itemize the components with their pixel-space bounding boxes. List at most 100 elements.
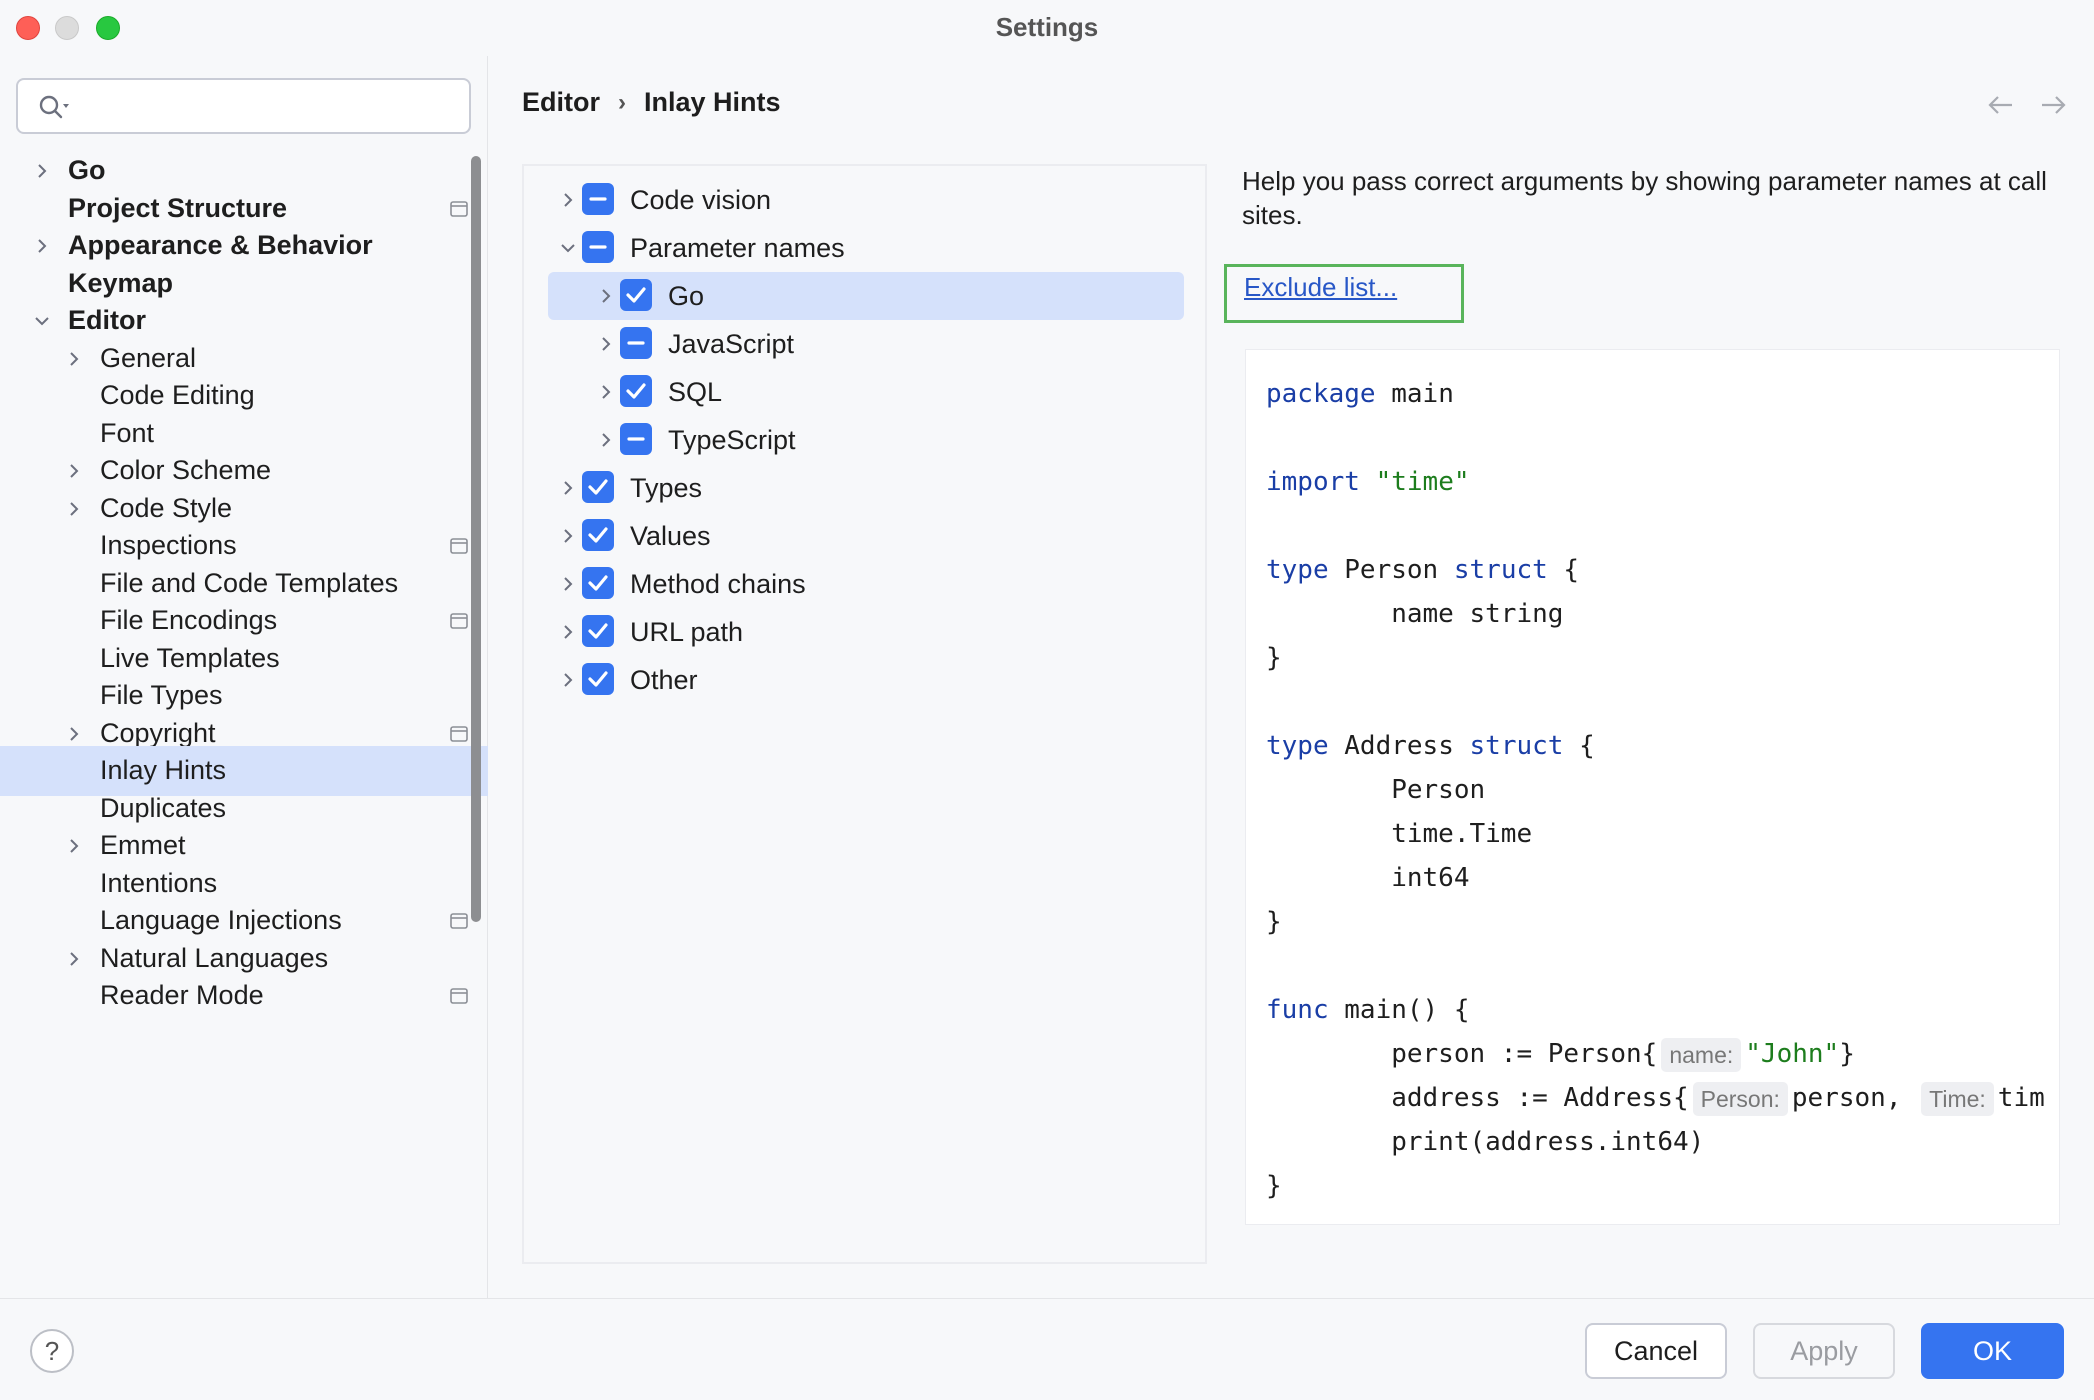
sidebar-item[interactable]: File and Code Templates (0, 559, 488, 609)
chevron-right-icon[interactable] (556, 572, 580, 596)
sidebar-item-label: File Types (100, 680, 223, 710)
chevron-right-icon[interactable] (62, 497, 86, 521)
checkbox-partial[interactable] (620, 423, 652, 455)
chevron-right-icon[interactable] (30, 159, 54, 183)
sidebar-item[interactable]: Inspections (0, 521, 488, 571)
code-line: name string (1266, 599, 1564, 629)
chevron-right-icon[interactable] (556, 668, 580, 692)
sidebar-item[interactable]: File Types (0, 671, 488, 721)
checkbox-partial[interactable] (582, 183, 614, 215)
hint-option[interactable]: Other (548, 656, 1184, 704)
cancel-button[interactable]: Cancel (1585, 1323, 1727, 1379)
sidebar-item[interactable]: Duplicates (0, 784, 488, 834)
checkbox-checked[interactable] (582, 663, 614, 695)
sidebar-item-label: General (100, 342, 197, 373)
hint-option-label: Other (630, 665, 698, 695)
sidebar-item[interactable]: Intentions (0, 859, 488, 909)
chevron-right-icon[interactable] (556, 188, 580, 212)
sidebar-item-label: Emmet (100, 830, 186, 860)
chevron-right-icon[interactable] (62, 347, 86, 371)
chevron-right-icon[interactable] (556, 620, 580, 644)
exclude-list-link[interactable]: Exclude list... (1244, 272, 1398, 302)
checkbox-partial[interactable] (620, 327, 652, 359)
chevron-right-icon[interactable] (594, 428, 618, 452)
back-arrow-icon[interactable] (1986, 92, 2016, 118)
chevron-right-icon[interactable] (62, 947, 86, 971)
checkbox-checked[interactable] (620, 279, 652, 311)
hint-option-label: TypeScript (668, 425, 796, 455)
sidebar-item[interactable]: Natural Languages (0, 934, 488, 984)
checkbox-partial[interactable] (582, 231, 614, 263)
sidebar-item[interactable]: Code Style (0, 484, 488, 534)
sidebar-item[interactable]: Font (0, 409, 488, 459)
chevron-right-icon[interactable] (62, 834, 86, 858)
hint-option[interactable]: Code vision (548, 176, 1184, 224)
chevron-right-icon[interactable] (556, 524, 580, 548)
sidebar-item-label: Color Scheme (100, 455, 272, 485)
hint-option[interactable]: TypeScript (548, 416, 1184, 464)
sidebar-item[interactable]: Keymap (0, 259, 488, 309)
minimize-window-button[interactable] (55, 16, 79, 40)
apply-button[interactable]: Apply (1753, 1323, 1895, 1379)
sidebar-item[interactable]: Editor (0, 296, 488, 346)
sidebar-item[interactable]: Project Structure (0, 184, 488, 234)
sidebar-item-label: Keymap (68, 267, 174, 298)
code-line: person := Person{name:"John"} (1266, 1034, 1855, 1074)
hint-option[interactable]: Parameter names (548, 224, 1184, 272)
sidebar-item[interactable]: File Encodings (0, 596, 488, 646)
chevron-right-icon[interactable] (594, 380, 618, 404)
sidebar-item[interactable]: General (0, 334, 488, 384)
checkbox-checked[interactable] (582, 519, 614, 551)
chevron-down-icon[interactable] (30, 309, 54, 333)
forward-arrow-icon[interactable] (2038, 92, 2068, 118)
code-line: int64 (1266, 863, 1470, 893)
chevron-down-icon[interactable] (556, 236, 580, 260)
hint-option[interactable]: JavaScript (548, 320, 1184, 368)
exclude-list-highlight (1224, 264, 1464, 323)
sidebar-scrollbar[interactable] (471, 156, 481, 922)
chevron-right-icon[interactable] (62, 722, 86, 746)
hint-option[interactable]: Method chains (548, 560, 1184, 608)
sidebar-item[interactable]: Reader Mode (0, 971, 488, 1021)
checkbox-checked[interactable] (582, 615, 614, 647)
sidebar-item-label: Go (68, 155, 106, 185)
sidebar-item[interactable]: Color Scheme (0, 446, 488, 496)
checkbox-checked[interactable] (620, 375, 652, 407)
sidebar-item-label: File Encodings (100, 605, 278, 635)
hint-option-label: Parameter names (630, 233, 845, 263)
sidebar-item[interactable]: Live Templates (0, 634, 488, 684)
sidebar-item[interactable]: Copyright (0, 709, 488, 759)
sidebar-item-label: Natural Languages (100, 942, 329, 973)
sidebar-item[interactable]: Inlay Hints (0, 746, 488, 796)
hint-option[interactable]: Values (548, 512, 1184, 560)
chevron-right-icon[interactable] (62, 459, 86, 483)
breadcrumb-editor[interactable]: Editor (522, 87, 600, 118)
close-window-button[interactable] (16, 16, 40, 40)
hint-option-label: SQL (668, 377, 723, 407)
ok-button[interactable]: OK (1921, 1323, 2064, 1379)
sidebar-item[interactable]: Appearance & Behavior (0, 221, 488, 271)
sidebar-item[interactable]: Code Editing (0, 371, 488, 421)
sidebar-item[interactable]: Go (0, 146, 488, 196)
search-input[interactable] (16, 78, 471, 134)
hint-option[interactable]: Types (548, 464, 1184, 512)
chevron-right-icon[interactable] (556, 476, 580, 500)
breadcrumb-separator: › (618, 88, 626, 116)
help-button[interactable]: ? (30, 1329, 74, 1373)
checkbox-checked[interactable] (582, 567, 614, 599)
sidebar-item[interactable]: Language Injections (0, 896, 488, 946)
hint-option[interactable]: SQL (548, 368, 1184, 416)
sidebar-item[interactable]: Emmet (0, 821, 488, 871)
search-icon (39, 95, 69, 119)
hint-description: Help you pass correct arguments by showi… (1242, 166, 2047, 230)
sidebar-item-label: Editor (68, 305, 146, 335)
checkbox-checked[interactable] (582, 471, 614, 503)
code-line: type Address struct { (1266, 731, 1595, 761)
hint-option[interactable]: Go (548, 272, 1184, 320)
chevron-right-icon[interactable] (30, 234, 54, 258)
hint-option[interactable]: URL path (548, 608, 1184, 656)
chevron-right-icon[interactable] (594, 284, 618, 308)
maximize-window-button[interactable] (96, 16, 120, 40)
chevron-right-icon[interactable] (594, 332, 618, 356)
